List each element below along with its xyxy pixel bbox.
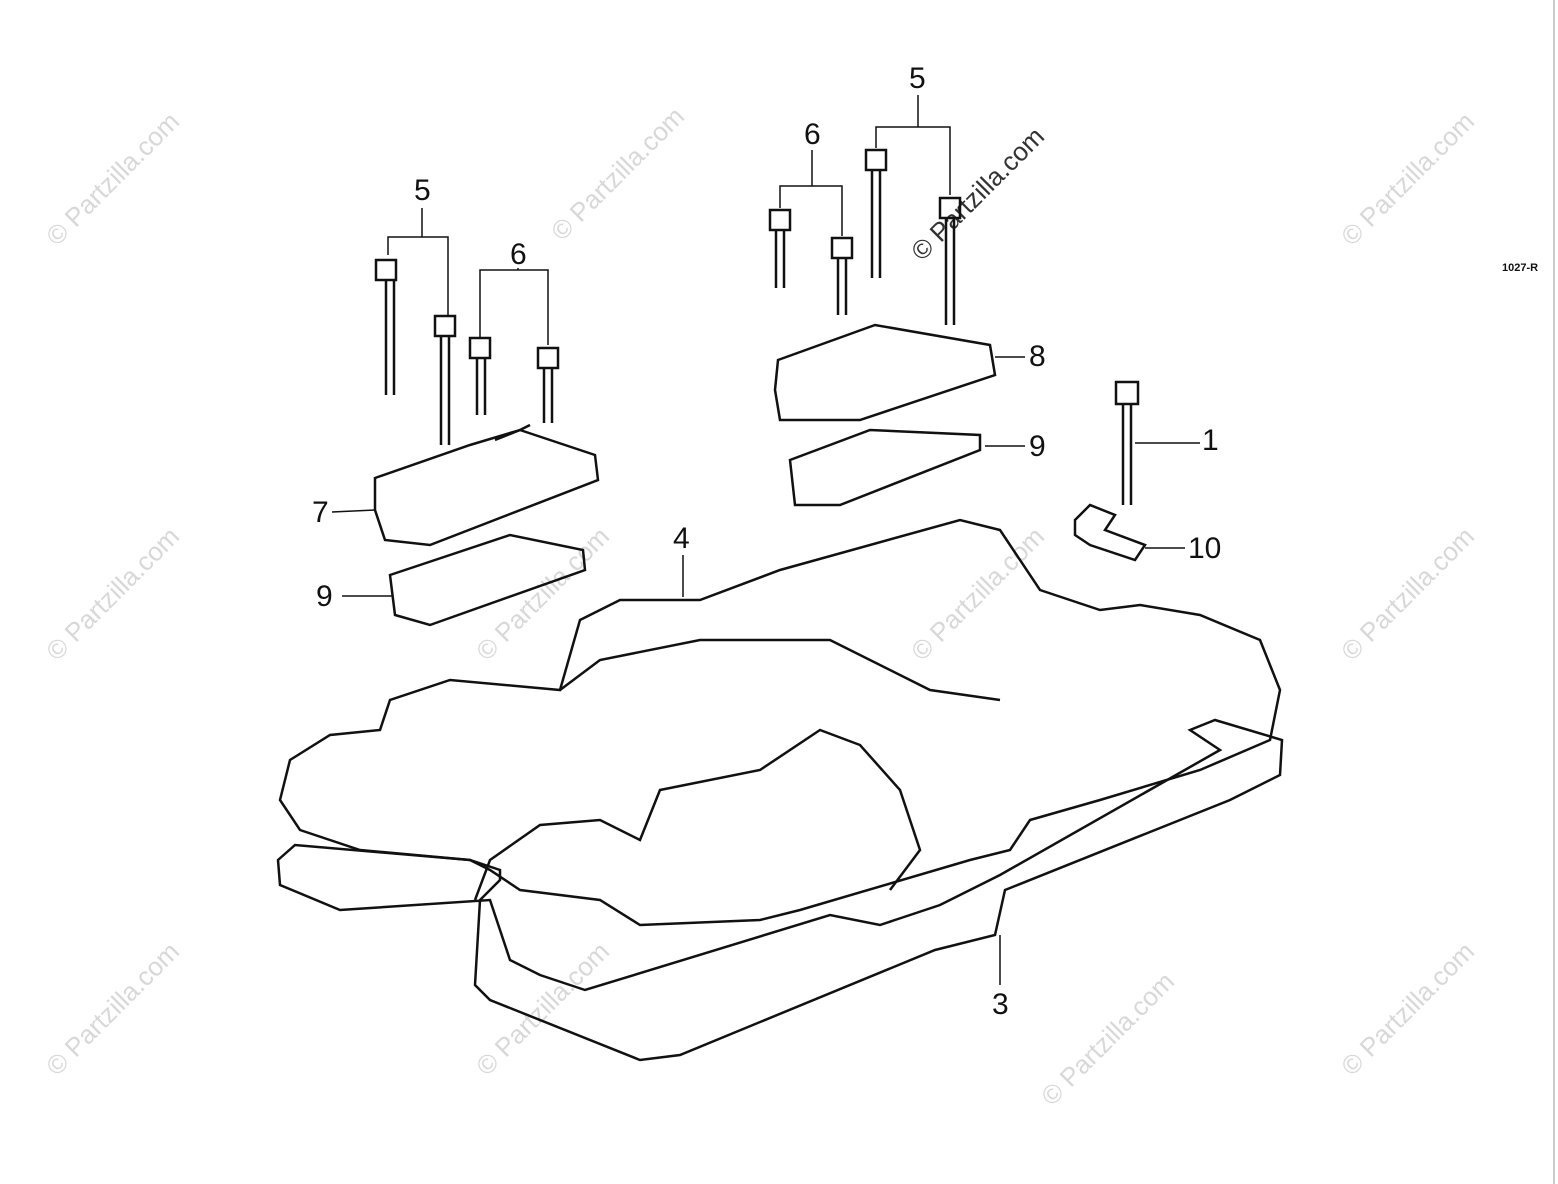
leader-lines bbox=[331, 95, 1200, 985]
callout-9-right: 9 bbox=[1029, 430, 1046, 463]
callout-5-left: 5 bbox=[414, 174, 431, 207]
callout-10: 10 bbox=[1188, 532, 1222, 565]
bolt-part-5 bbox=[374, 258, 398, 395]
callout-7: 7 bbox=[312, 496, 329, 529]
head-cover-detail bbox=[473, 728, 922, 901]
breather-cover-part-7 bbox=[373, 428, 600, 547]
bolt-part-5 bbox=[864, 148, 888, 278]
callout-9-left: 9 bbox=[316, 580, 333, 613]
callout-8: 8 bbox=[1029, 340, 1046, 373]
breather-cover-part-8 bbox=[773, 323, 997, 422]
bolt-part-6 bbox=[830, 236, 854, 315]
bolt-part-6 bbox=[468, 336, 492, 415]
gasket-part-9-left bbox=[388, 533, 587, 627]
callout-1: 1 bbox=[1202, 424, 1219, 457]
bolt-part-6 bbox=[536, 346, 560, 423]
callout-3: 3 bbox=[992, 988, 1009, 1021]
diagram-code: 1027-R bbox=[1502, 262, 1539, 274]
gasket-part-9-right bbox=[788, 428, 982, 507]
callout-6-left: 6 bbox=[510, 238, 527, 271]
breather-cover-detail bbox=[494, 423, 531, 442]
head-cover-detail bbox=[559, 638, 1001, 702]
head-cover-part-4 bbox=[278, 518, 1282, 927]
callout-6-right: 6 bbox=[804, 118, 821, 151]
bolt-part-1 bbox=[1114, 380, 1140, 505]
callout-4: 4 bbox=[673, 522, 690, 555]
gasket-part-3 bbox=[276, 718, 1284, 1062]
bolt-part-5 bbox=[433, 314, 457, 445]
bolt-part-5 bbox=[938, 196, 962, 325]
clamp-part-10 bbox=[1073, 503, 1147, 562]
bolt-part-6 bbox=[768, 208, 792, 288]
callout-5-right: 5 bbox=[909, 62, 926, 95]
